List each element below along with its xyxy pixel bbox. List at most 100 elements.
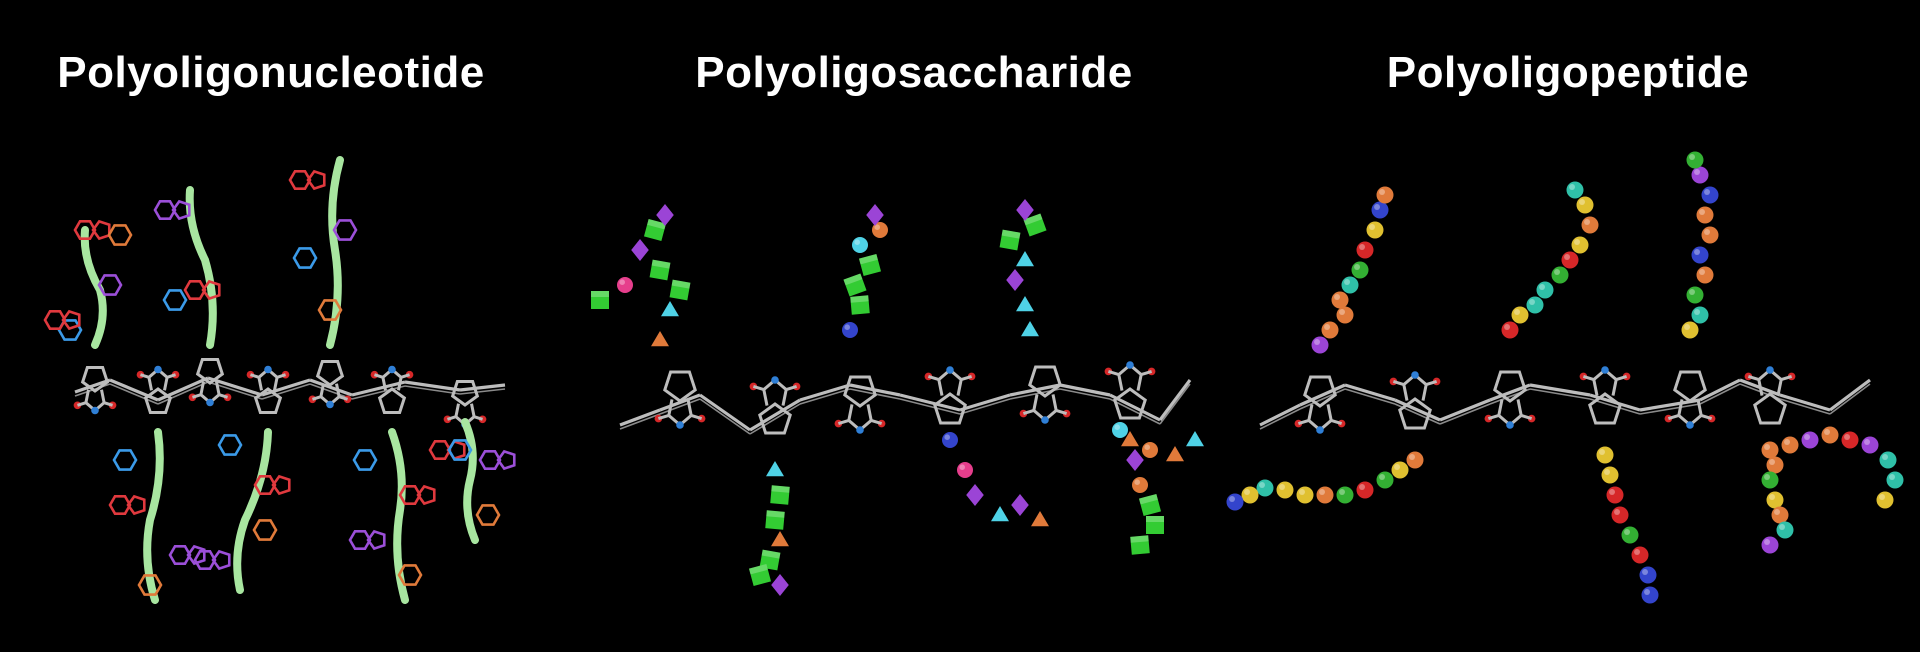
bead: [1696, 206, 1714, 224]
bead-highlight: [1694, 249, 1700, 255]
nitrogen-atom: [1041, 416, 1049, 424]
carbonyl-bond: [400, 373, 410, 379]
nucleobase-ring: [317, 299, 343, 321]
bead: [1581, 216, 1599, 234]
bead: [1576, 196, 1594, 214]
cube-highlight: [771, 485, 790, 493]
bead: [1561, 251, 1579, 269]
saccharide-triangle: [771, 531, 789, 547]
panel-title-saccharide: Polyoligosaccharide: [695, 48, 1133, 97]
saccharide-triangle: [766, 461, 784, 477]
bead: [1801, 431, 1819, 449]
backbone-bond: [1299, 388, 1346, 410]
panel-title-peptide: Polyoligopeptide: [1386, 48, 1750, 97]
nucleobase-ring: [496, 449, 516, 471]
backbone-bond: [1699, 383, 1741, 405]
backbone-bond: [699, 393, 751, 432]
ribbon-strand: [80, 226, 107, 349]
imide-ring: [1117, 363, 1143, 391]
cube-highlight: [591, 291, 609, 297]
carbonyl-bond: [447, 415, 457, 421]
cube-highlight: [766, 510, 785, 518]
bead: [1621, 526, 1639, 544]
peptide-panel: [1226, 151, 1904, 604]
bead-highlight: [1704, 189, 1710, 195]
nucleobase-ring: [193, 550, 217, 570]
nucleobase-ring: [475, 504, 501, 526]
nucleobase-ring: [292, 247, 318, 269]
bead: [1701, 186, 1719, 204]
carbonyl-bond: [657, 413, 670, 421]
backbone-bond: [1639, 403, 1701, 415]
bead-highlight: [1354, 264, 1360, 270]
saccharide-triangle: [1166, 446, 1184, 462]
saccharide-triangle: [1121, 431, 1139, 447]
nitrogen-atom: [326, 400, 334, 409]
core-ring: [80, 365, 110, 393]
bead-highlight: [1804, 434, 1810, 440]
saccharide-cube: [643, 218, 667, 242]
bead: [1571, 236, 1589, 254]
bead: [1551, 266, 1569, 284]
cube-highlight: [647, 218, 667, 230]
carbonyl-bond: [1107, 369, 1120, 377]
nucleobase-ring: [217, 434, 243, 456]
bead: [1761, 471, 1779, 489]
bead-highlight: [874, 224, 880, 230]
bead-highlight: [1889, 474, 1895, 480]
saccharide-cube: [765, 510, 785, 530]
bead: [1241, 486, 1259, 504]
bead: [1841, 431, 1859, 449]
cube-highlight: [748, 563, 768, 575]
nitrogen-atom: [1766, 366, 1774, 374]
carbonyl-bond: [960, 374, 973, 382]
saccharide-diamond: [966, 484, 984, 506]
carbonyl-bond: [1140, 369, 1153, 377]
saccharide-cube: [858, 253, 882, 277]
bead-highlight: [1344, 279, 1350, 285]
bead: [1781, 436, 1799, 454]
bead: [617, 277, 633, 293]
backbone-bond: [459, 388, 506, 395]
saccharide-cube: [649, 259, 671, 281]
bead-highlight: [1694, 309, 1700, 315]
saccharide-diamond: [1126, 449, 1144, 471]
carbonyl-bond: [1747, 374, 1760, 382]
saccharide-cube: [669, 279, 691, 301]
carbonyl-bond: [166, 373, 176, 379]
core-ring: [1588, 392, 1622, 425]
bead: [1376, 471, 1394, 489]
imide-ring: [1307, 404, 1333, 432]
carbonyl-bond: [338, 395, 348, 401]
saccharide-diamond: [771, 574, 789, 596]
backbone-bond: [619, 413, 661, 430]
bead: [1356, 481, 1374, 499]
bead-highlight: [1764, 474, 1770, 480]
nucleobase-ring: [73, 220, 97, 240]
carbonyl-bond: [1615, 374, 1628, 382]
carbonyl-bond: [140, 373, 150, 379]
backbone-bond: [1259, 408, 1301, 430]
carbonyl-bond: [1780, 374, 1793, 382]
carbonyl-bond: [870, 418, 883, 426]
backbone-bond: [1109, 398, 1161, 425]
bead-highlight: [1339, 309, 1345, 315]
carbonyl-bond: [1297, 418, 1310, 426]
core-ring: [1753, 392, 1787, 425]
bead: [1701, 226, 1719, 244]
core-ring: [377, 387, 407, 415]
carbonyl-bond: [1520, 413, 1533, 421]
nucleobase-ring: [137, 574, 163, 596]
bead: [1311, 336, 1329, 354]
backbone-bond: [309, 378, 353, 397]
nucleobase-ring: [211, 549, 231, 571]
bead: [1879, 451, 1897, 469]
carbonyl-bond: [927, 374, 940, 382]
bead: [1776, 521, 1794, 539]
cube-highlight: [1146, 516, 1164, 522]
backbone-bond: [1699, 378, 1741, 402]
carbonyl-bond: [1487, 413, 1500, 421]
saccharide-diamond: [631, 239, 649, 261]
bead-highlight: [1564, 254, 1570, 260]
nucleobase-ring: [306, 169, 326, 191]
